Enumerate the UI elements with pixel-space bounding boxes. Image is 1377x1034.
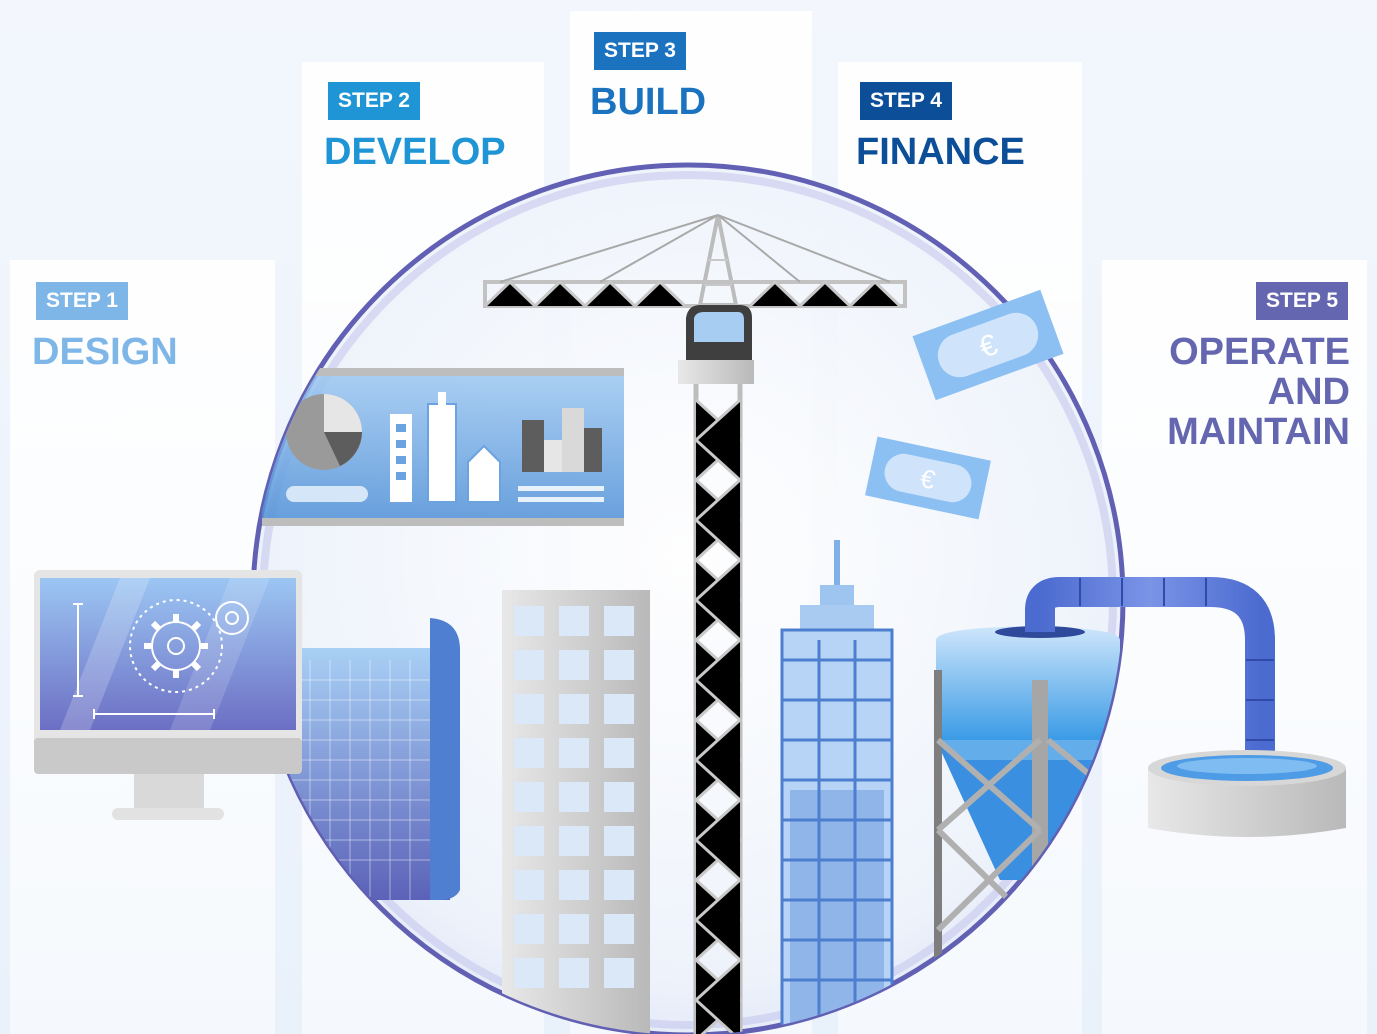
- skyscraper-icon: [780, 540, 894, 1034]
- euro-symbol-2: €: [918, 463, 939, 495]
- euro-banknote-icon: €: [865, 436, 991, 520]
- building-frame-icon: [502, 590, 650, 1034]
- step1-title: DESIGN: [32, 331, 178, 373]
- step1-badge: STEP 1: [36, 282, 128, 320]
- step2-title: DEVELOP: [324, 131, 506, 173]
- tower-crane-icon: [483, 214, 907, 1034]
- step4-badge: STEP 4: [860, 82, 952, 120]
- step5-panel: [1102, 260, 1367, 1034]
- step5-title-line2: AND: [1267, 371, 1350, 413]
- analytics-board-icon: [262, 368, 624, 526]
- step4-title: FINANCE: [856, 131, 1025, 173]
- blueprint-icon: [290, 618, 460, 900]
- step5-title-line1: OPERATE: [1169, 331, 1350, 373]
- step5-badge: STEP 5: [1256, 282, 1348, 320]
- euro-banknote-icon: €: [912, 289, 1064, 401]
- water-basin-icon: [1148, 750, 1346, 837]
- step3-title: BUILD: [590, 81, 707, 123]
- water-pipe-icon: [1025, 577, 1275, 760]
- water-tower-icon: [934, 626, 1122, 1034]
- step3-badge: STEP 3: [594, 32, 686, 70]
- lifecycle-circle: [250, 162, 1126, 1034]
- step5-title-line3: MAINTAIN: [1167, 411, 1350, 453]
- step2-badge: STEP 2: [328, 82, 420, 120]
- design-monitor-icon: [34, 570, 302, 820]
